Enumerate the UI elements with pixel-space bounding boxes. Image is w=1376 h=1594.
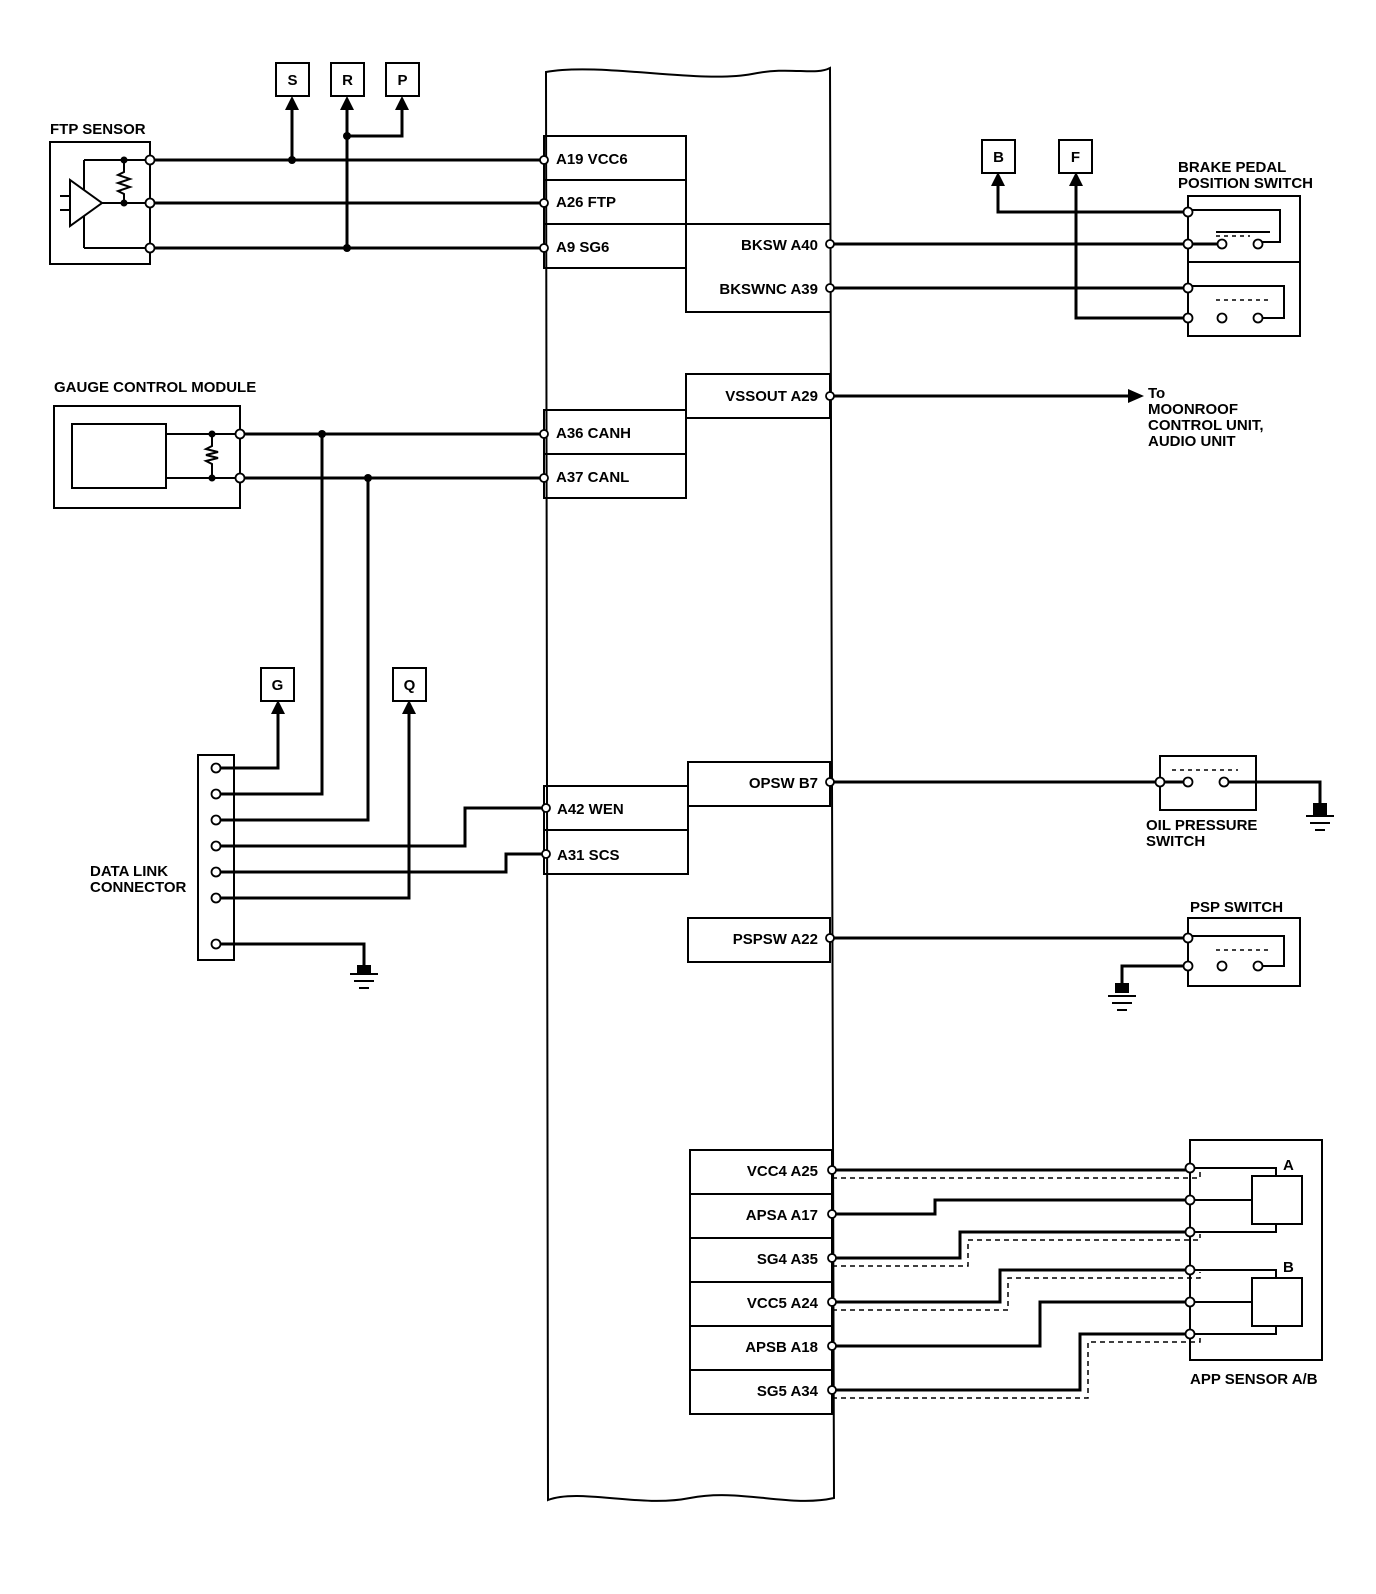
splice-dots	[120, 132, 372, 482]
wire-psp-ground	[1120, 964, 1188, 984]
wire-apsa	[832, 1198, 1190, 1216]
ecm-body	[544, 66, 836, 1502]
tag-box-s	[275, 62, 310, 97]
terminals	[144, 154, 1264, 1395]
app-sensor-a	[1251, 1175, 1303, 1225]
label-brake-switch-2: POSITION SWITCH	[1178, 175, 1313, 192]
label-app-sensor: APP SENSOR A/B	[1190, 1371, 1318, 1388]
pin-a31: A31 SCS	[557, 847, 620, 864]
wire-to-p	[347, 104, 404, 138]
gauge-control-module	[53, 405, 241, 509]
pin-a37: A37 CANL	[556, 469, 629, 486]
label-gauge-module: GAUGE CONTROL MODULE	[54, 379, 256, 396]
wire-canl-dlc	[216, 478, 370, 822]
pin-a34: SG5 A34	[757, 1383, 819, 1400]
ecm-box-app	[689, 1149, 833, 1415]
tag-box-r	[330, 62, 365, 97]
label-moonroof-3: CONTROL UNIT,	[1148, 417, 1264, 434]
tag-g: G	[272, 677, 284, 694]
pin-a19: A19 VCC6	[556, 151, 628, 168]
label-moonroof-4: AUDIO UNIT	[1148, 433, 1236, 450]
wire-wen	[216, 806, 542, 848]
pin-a26: A26 FTP	[556, 194, 616, 211]
wire-vcc5	[832, 1268, 1190, 1304]
label-app-b: B	[1283, 1259, 1294, 1276]
pin-a42: A42 WEN	[557, 801, 624, 818]
wire-apsb	[832, 1300, 1190, 1348]
pin-a40: BKSW A40	[741, 237, 818, 254]
ground-symbol-dlc	[350, 965, 378, 989]
label-psp-switch: PSP SWITCH	[1190, 899, 1283, 916]
pin-b7: OPSW B7	[749, 775, 818, 792]
wire-to-f	[1074, 182, 1188, 320]
pin-a36: A36 CANH	[556, 425, 631, 442]
wire-dlc-ground	[216, 942, 366, 966]
ground-symbol-psp	[1108, 983, 1136, 1011]
ftp-sensor	[49, 141, 151, 265]
label-ftp-sensor: FTP SENSOR	[50, 121, 146, 138]
pin-a25: VCC4 A25	[747, 1163, 818, 1180]
arrowheads	[271, 96, 1144, 714]
label-brake-switch-1: BRAKE PEDAL	[1178, 159, 1286, 176]
data-link-connector	[197, 754, 235, 961]
pin-a17: APSA A17	[746, 1207, 818, 1224]
label-dlc-1: DATA LINK	[90, 863, 168, 880]
pin-a18: APSB A18	[745, 1339, 818, 1356]
tag-r: R	[342, 72, 353, 89]
label-oil-1: OIL PRESSURE	[1146, 817, 1257, 834]
wire-scs	[216, 852, 542, 874]
tag-f: F	[1071, 149, 1080, 166]
label-dlc-2: CONNECTOR	[90, 879, 187, 896]
label-moonroof-2: MOONROOF	[1148, 401, 1238, 418]
psp-switch	[1187, 917, 1301, 987]
app-sensor-b	[1251, 1277, 1303, 1327]
pin-a22: PSPSW A22	[733, 931, 818, 948]
label-oil-2: SWITCH	[1146, 833, 1205, 850]
tag-q: Q	[404, 677, 416, 694]
tag-p: P	[397, 72, 407, 89]
wire-sg5	[832, 1332, 1190, 1392]
app-sensor-box	[1189, 1139, 1323, 1361]
pin-a24: VCC5 A24	[747, 1295, 819, 1312]
wire-canh-dlc	[216, 434, 324, 796]
label-moonroof-1: To	[1148, 385, 1165, 402]
wire-to-b	[996, 182, 1188, 214]
wire-sg4	[832, 1230, 1190, 1260]
tag-box-p	[385, 62, 420, 97]
ground-symbol-oil	[1306, 803, 1334, 831]
wire-to-q	[216, 712, 411, 900]
tag-b: B	[993, 149, 1004, 166]
pin-a35: SG4 A35	[757, 1251, 818, 1268]
pin-a29: VSSOUT A29	[725, 388, 818, 405]
wire-to-g	[216, 712, 280, 770]
pin-a39: BKSWNC A39	[719, 281, 818, 298]
label-app-a: A	[1283, 1157, 1294, 1174]
tag-s: S	[287, 72, 297, 89]
pin-a9: A9 SG6	[556, 239, 609, 256]
brake-switch	[1187, 195, 1301, 337]
